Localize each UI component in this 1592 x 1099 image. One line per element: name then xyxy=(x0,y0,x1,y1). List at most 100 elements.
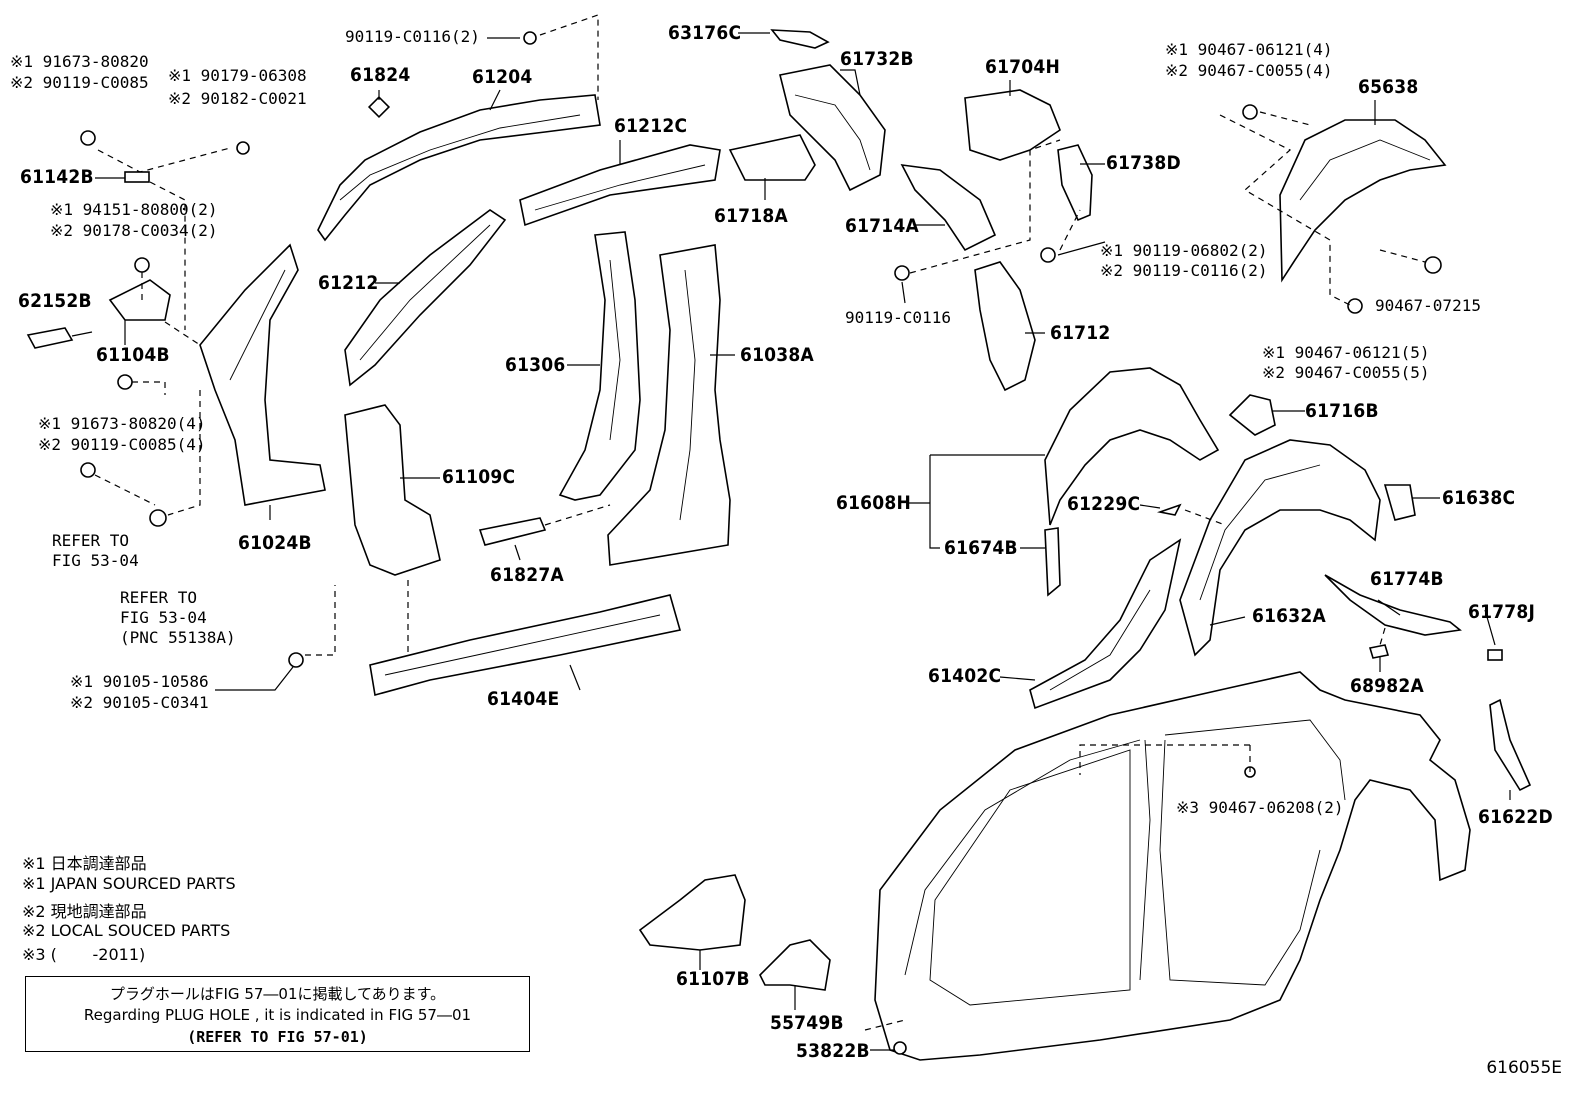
label-61738D: 61738D xyxy=(1106,152,1181,174)
label-61212C: 61212C xyxy=(614,115,688,137)
part-61204-shape xyxy=(317,94,601,242)
fastener-91673-80820-4 xyxy=(117,374,133,390)
part-61738D-shape xyxy=(1057,144,1093,222)
label-61024B: 61024B xyxy=(238,532,312,554)
callout-tr-2: ※2 90467-C0055(4) xyxy=(1165,61,1333,80)
legend-line-2: ※1 JAPAN SOURCED PARTS xyxy=(22,874,236,893)
callout-ref1-1: REFER TO xyxy=(52,531,130,550)
note-line-1: プラグホールはFIG 57―01に掲載してあります。 xyxy=(109,985,446,1003)
label-61778J: 61778J xyxy=(1468,601,1536,623)
part-61104B-shape xyxy=(108,279,171,321)
fastener-90119-C0116-r xyxy=(894,265,910,281)
legend-line-3: ※2 現地調達部品 xyxy=(22,902,147,921)
body-side-outer-shape xyxy=(874,671,1471,1061)
label-61718A: 61718A xyxy=(714,205,788,227)
label-61716B: 61716B xyxy=(1305,400,1379,422)
callout-ref2-1: REFER TO xyxy=(120,588,198,607)
label-61229C: 61229C xyxy=(1067,493,1141,515)
label-61827A: 61827A xyxy=(490,564,564,586)
label-90119-C0116-2: 90119-C0116(2) xyxy=(345,27,480,46)
part-61714A-shape xyxy=(900,164,997,252)
part-65638-shape xyxy=(1279,119,1447,283)
label-61038A: 61038A xyxy=(740,344,814,366)
part-61712-shape xyxy=(974,261,1036,392)
callout-t2-2: ※2 90182-C0021 xyxy=(168,89,307,108)
part-61024B-shape xyxy=(199,243,326,506)
label-61704H: 61704H xyxy=(985,56,1060,78)
label-62152B: 62152B xyxy=(18,290,92,312)
part-61109C-shape xyxy=(344,404,441,576)
part-61718A-shape xyxy=(728,134,816,181)
part-61229C-shape xyxy=(1156,503,1182,516)
label-55749B: 55749B xyxy=(770,1012,844,1034)
part-61674B-shape xyxy=(1044,527,1061,597)
fastener-90467-06121-4 xyxy=(1242,104,1258,120)
part-61402C-shape xyxy=(1029,538,1182,710)
label-61404E: 61404E xyxy=(487,688,560,710)
callout-r1-2: ※2 90119-C0116(2) xyxy=(1100,261,1268,280)
label-61104B: 61104B xyxy=(96,344,170,366)
label-63176C: 63176C xyxy=(668,22,742,44)
callout-ref1-2: FIG 53-04 xyxy=(52,551,139,570)
label-61204: 61204 xyxy=(472,66,533,88)
callout-r2-1: ※1 90467-06121(5) xyxy=(1262,343,1430,362)
callout-t2-1: ※1 90179-06308 xyxy=(168,66,307,85)
part-61632A-shape xyxy=(1179,439,1381,657)
label-61608H: 61608H xyxy=(836,492,911,514)
part-61774B-shape xyxy=(1324,574,1462,636)
callout-r1-1: ※1 90119-06802(2) xyxy=(1100,241,1268,260)
fastener-90119-C0116-top xyxy=(523,31,537,45)
fastener-91673-80820 xyxy=(80,130,96,146)
fastener-90179-06308 xyxy=(236,141,250,155)
part-63176C-shape xyxy=(770,29,830,49)
label-90119-C0116: 90119-C0116 xyxy=(845,308,951,327)
legend-line-4: ※2 LOCAL SOUCED PARTS xyxy=(22,921,231,940)
callout-r2-2: ※2 90467-C0055(5) xyxy=(1262,363,1430,382)
part-55749B-shape xyxy=(759,939,831,991)
callout-m2-2: ※2 90119-C0085(4) xyxy=(38,435,206,454)
label-61674B: 61674B xyxy=(944,537,1018,559)
label-61402C: 61402C xyxy=(928,665,1002,687)
part-61107B-shape xyxy=(638,874,746,951)
label-53822B: 53822B xyxy=(796,1040,870,1062)
label-61306: 61306 xyxy=(505,354,566,376)
callout-tr-1: ※1 90467-06121(4) xyxy=(1165,40,1333,59)
fastener-53822B xyxy=(893,1041,907,1055)
label-61712: 61712 xyxy=(1050,322,1111,344)
part-62152B-shape xyxy=(26,327,74,349)
fastener-90105-10586 xyxy=(288,652,304,668)
part-61732B-shape xyxy=(779,64,886,192)
part-61716B-shape xyxy=(1228,394,1276,436)
part-61212-shape xyxy=(344,209,507,387)
part-61622D-shape xyxy=(1489,698,1532,792)
label-61142B: 61142B xyxy=(20,166,94,188)
callout-m2-1: ※1 91673-80820(4) xyxy=(38,414,206,433)
label-61732B: 61732B xyxy=(840,48,914,70)
callout-tl-2: ※2 90119-C0085 xyxy=(10,73,149,92)
part-61827A-shape xyxy=(478,517,547,546)
label-65638: 65638 xyxy=(1358,76,1419,98)
label-68982A: 68982A xyxy=(1350,675,1424,697)
drawing-code: 616055E xyxy=(1486,1058,1562,1078)
part-68982A-shape xyxy=(1368,644,1390,659)
note-line-3: (REFER TO FIG 57-01) xyxy=(187,1028,368,1046)
dashed-lines xyxy=(94,14,1426,1031)
label-61109C: 61109C xyxy=(442,466,516,488)
label-61107B: 61107B xyxy=(676,968,750,990)
label-61714A: 61714A xyxy=(845,215,919,237)
part-61038A-shape xyxy=(607,244,731,566)
label-61622D: 61622D xyxy=(1478,806,1553,828)
clip-61824 xyxy=(367,95,391,119)
part-61704H-shape xyxy=(964,89,1061,161)
callout-b1-1: ※1 90105-10586 xyxy=(70,672,209,691)
callout-m1-1: ※1 94151-80800(2) xyxy=(50,200,218,219)
callout-m1-2: ※2 90178-C0034(2) xyxy=(50,221,218,240)
part-61778J-shape xyxy=(1487,649,1503,661)
callout-r3: ※3 90467-06208(2) xyxy=(1176,798,1344,817)
callout-b1-2: ※2 90105-C0341 xyxy=(70,693,209,712)
fastener-90467-06121-5 xyxy=(1347,298,1363,314)
note-line-2: Regarding PLUG HOLE , it is indicated in… xyxy=(83,1006,472,1024)
fastener-90467-07215 xyxy=(1424,256,1442,274)
label-61632A: 61632A xyxy=(1252,605,1326,627)
